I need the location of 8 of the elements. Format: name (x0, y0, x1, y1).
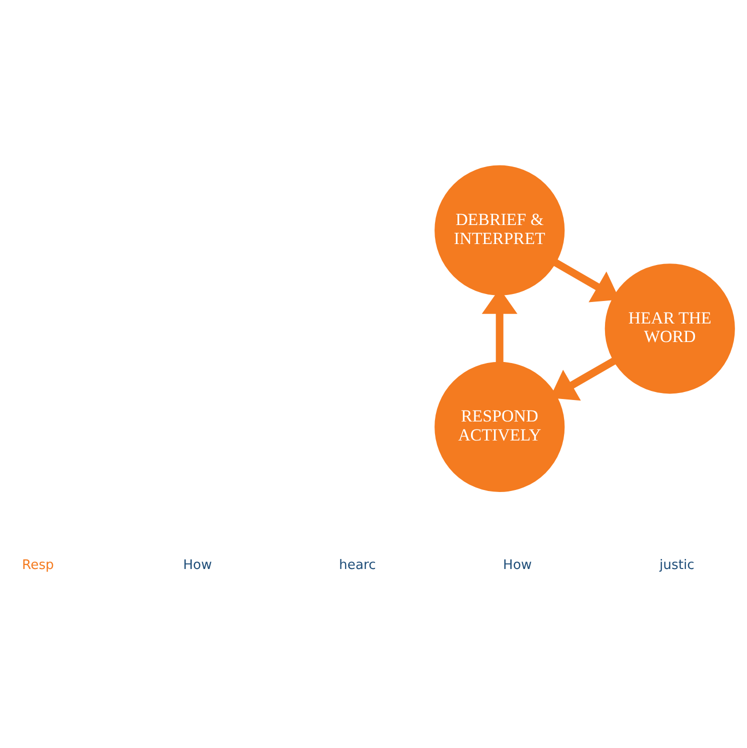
label: How (503, 558, 532, 573)
label: hearc (338, 558, 376, 573)
label: How (183, 558, 212, 573)
node-circle: DEBRIEF & INTERPRET (434, 165, 565, 296)
label: Resp (22, 558, 54, 573)
node-circle: RESPOND ACTIVELY (434, 362, 565, 492)
label: justic (659, 558, 694, 573)
node-circle: HEAR THE WORD (604, 264, 735, 394)
